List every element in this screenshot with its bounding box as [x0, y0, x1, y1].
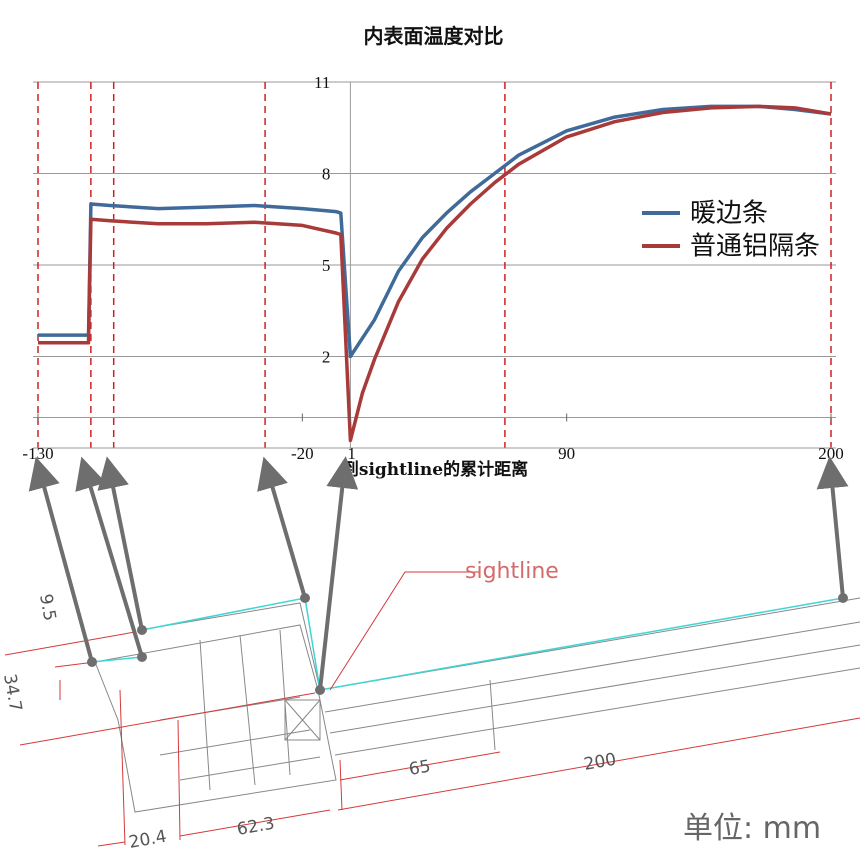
x-tick-label: 1	[347, 444, 356, 463]
measure-point	[838, 593, 848, 603]
pointer-arrow	[318, 456, 359, 691]
pointer-arrow	[257, 456, 307, 599]
chart-title: 内表面温度对比	[363, 24, 504, 48]
series-lines	[38, 104, 832, 443]
pointer-arrow	[28, 456, 94, 663]
measure-point	[87, 657, 97, 667]
legend: 暖边条 普通铝隔条	[642, 199, 820, 262]
pointer-arrows	[28, 456, 849, 695]
measure-point	[315, 685, 325, 695]
y-tick-label: 8	[322, 165, 331, 184]
dimension-lines	[4, 571, 861, 847]
dimension-34-7: 34.7	[0, 672, 25, 713]
axes	[33, 82, 836, 449]
y-tick-label: 5	[322, 256, 331, 275]
gridlines	[33, 81, 836, 418]
y-tick-label: 2	[322, 348, 331, 367]
pointer-arrow	[97, 456, 144, 631]
legend-label-aluminum-spacer: 普通铝隔条	[690, 232, 820, 262]
unit-label: 单位: mm	[683, 811, 821, 846]
series-line-0	[38, 104, 832, 359]
x-axis-label: 到sightline的累计距离	[342, 459, 528, 480]
legend-label-warm-edge: 暖边条	[690, 199, 768, 229]
pointer-arrow	[75, 456, 144, 658]
sightline-label: sightline	[465, 559, 559, 584]
dimension-20-4: 20.4	[127, 827, 168, 853]
series-line-1	[38, 104, 832, 443]
reference-lines	[37, 82, 832, 448]
measure-point	[300, 593, 310, 603]
measure-point	[137, 652, 147, 662]
dimension-9-5: 9.5	[35, 592, 59, 622]
dimension-62-3: 62.3	[235, 814, 276, 840]
pointer-arrow	[816, 456, 849, 599]
dimension-65: 65	[407, 756, 432, 779]
measure-point	[137, 625, 147, 635]
x-tick-label: -20	[291, 444, 314, 463]
profile-drawing	[94, 597, 861, 813]
dimension-200: 200	[582, 750, 617, 775]
x-tick-label: 90	[558, 444, 575, 463]
y-tick-label: 11	[314, 73, 330, 92]
